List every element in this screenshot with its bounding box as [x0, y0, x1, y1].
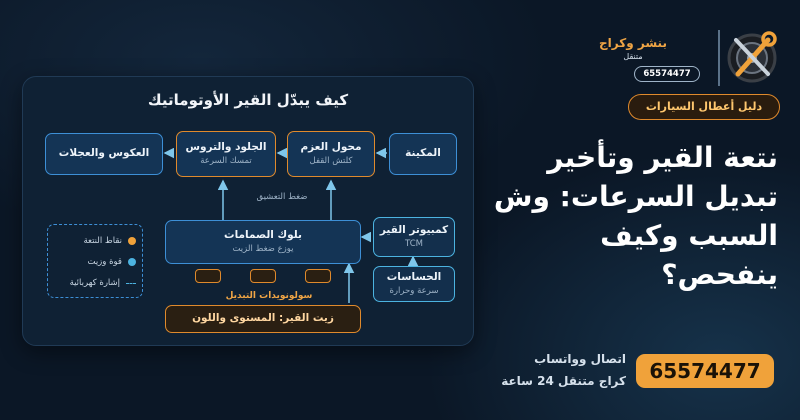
diagram-panel: كيف يبدّل القير الأوتوماتيك المكينة محول… — [22, 76, 474, 346]
cta-service-line: كراج متنقل 24 ساعة — [501, 374, 626, 388]
flow-label: ضغط التعشيق — [256, 192, 308, 202]
category-tag: دليل أعطال السيارات — [628, 94, 780, 120]
diagram-arrows — [163, 147, 419, 303]
dashed-line-icon — [126, 282, 136, 284]
box-output: العكوس والعجلات — [45, 133, 163, 175]
clutches-sub: تمسك السرعة — [200, 156, 252, 167]
tire-wrench-icon — [718, 30, 777, 86]
box-engine: المكينة — [389, 133, 457, 175]
brand-logo: بنشر وكراج متنقل 65574477 — [599, 30, 786, 86]
box-gear-oil: زيت القير: المستوى واللون — [165, 305, 361, 333]
phone-button[interactable]: 65574477 — [636, 354, 774, 388]
headline: نتعة القير وتأخير تبديل السرعات: وش السب… — [493, 141, 778, 291]
tcm-sub: TCM — [405, 239, 423, 250]
legend-oil: قوة وزيت — [54, 254, 136, 270]
solenoids-label: سولونويدات التبديل — [225, 291, 313, 301]
oil-label: زيت القير: المستوى واللون — [192, 312, 334, 325]
box-valve-body: بلوك الصمامات يوزع ضغط الزيت — [165, 220, 361, 264]
solenoid-2 — [250, 269, 276, 283]
cyan-dot-icon — [128, 258, 136, 266]
brand-phone: 65574477 — [634, 66, 700, 82]
sensors-title: الحساسات — [386, 270, 442, 283]
sensors-sub: سرعة وحرارة — [389, 286, 439, 297]
box-torque-converter: محول العزم كلتش القفل — [287, 131, 375, 177]
output-label: العكوس والعجلات — [58, 147, 150, 160]
solenoid-1 — [195, 269, 221, 283]
box-tcm: كمبيوتر القير TCM — [373, 217, 455, 257]
brand-sub: متنقل — [623, 52, 643, 61]
orange-dot-icon — [128, 237, 136, 245]
solenoid-3 — [305, 269, 331, 283]
legend-oil-label: قوة وزيت — [87, 257, 122, 267]
legend-fault: نقاط النتعة — [54, 233, 136, 249]
cta-contact-line: اتصال وواتساب — [534, 352, 626, 366]
torque-sub: كلتش القفل — [309, 156, 353, 167]
clutches-title: الجلود والتروس — [185, 140, 267, 153]
valve-sub: يوزع ضغط الزيت — [232, 244, 294, 255]
legend-signal-label: إشارة كهربائية — [69, 278, 120, 288]
legend-signal: إشارة كهربائية — [54, 275, 136, 291]
box-sensors: الحساسات سرعة وحرارة — [373, 266, 455, 302]
valve-title: بلوك الصمامات — [224, 228, 302, 241]
legend-fault-label: نقاط النتعة — [83, 236, 122, 246]
tcm-title: كمبيوتر القير — [379, 223, 449, 236]
box-clutches-gears: الجلود والتروس تمسك السرعة — [176, 131, 276, 177]
brand-name: بنشر وكراج — [599, 36, 667, 50]
diagram-title: كيف يبدّل القير الأوتوماتيك — [147, 91, 349, 109]
legend: نقاط النتعة قوة وزيت إشارة كهربائية — [47, 224, 143, 298]
torque-title: محول العزم — [300, 140, 362, 153]
engine-label: المكينة — [405, 147, 441, 160]
